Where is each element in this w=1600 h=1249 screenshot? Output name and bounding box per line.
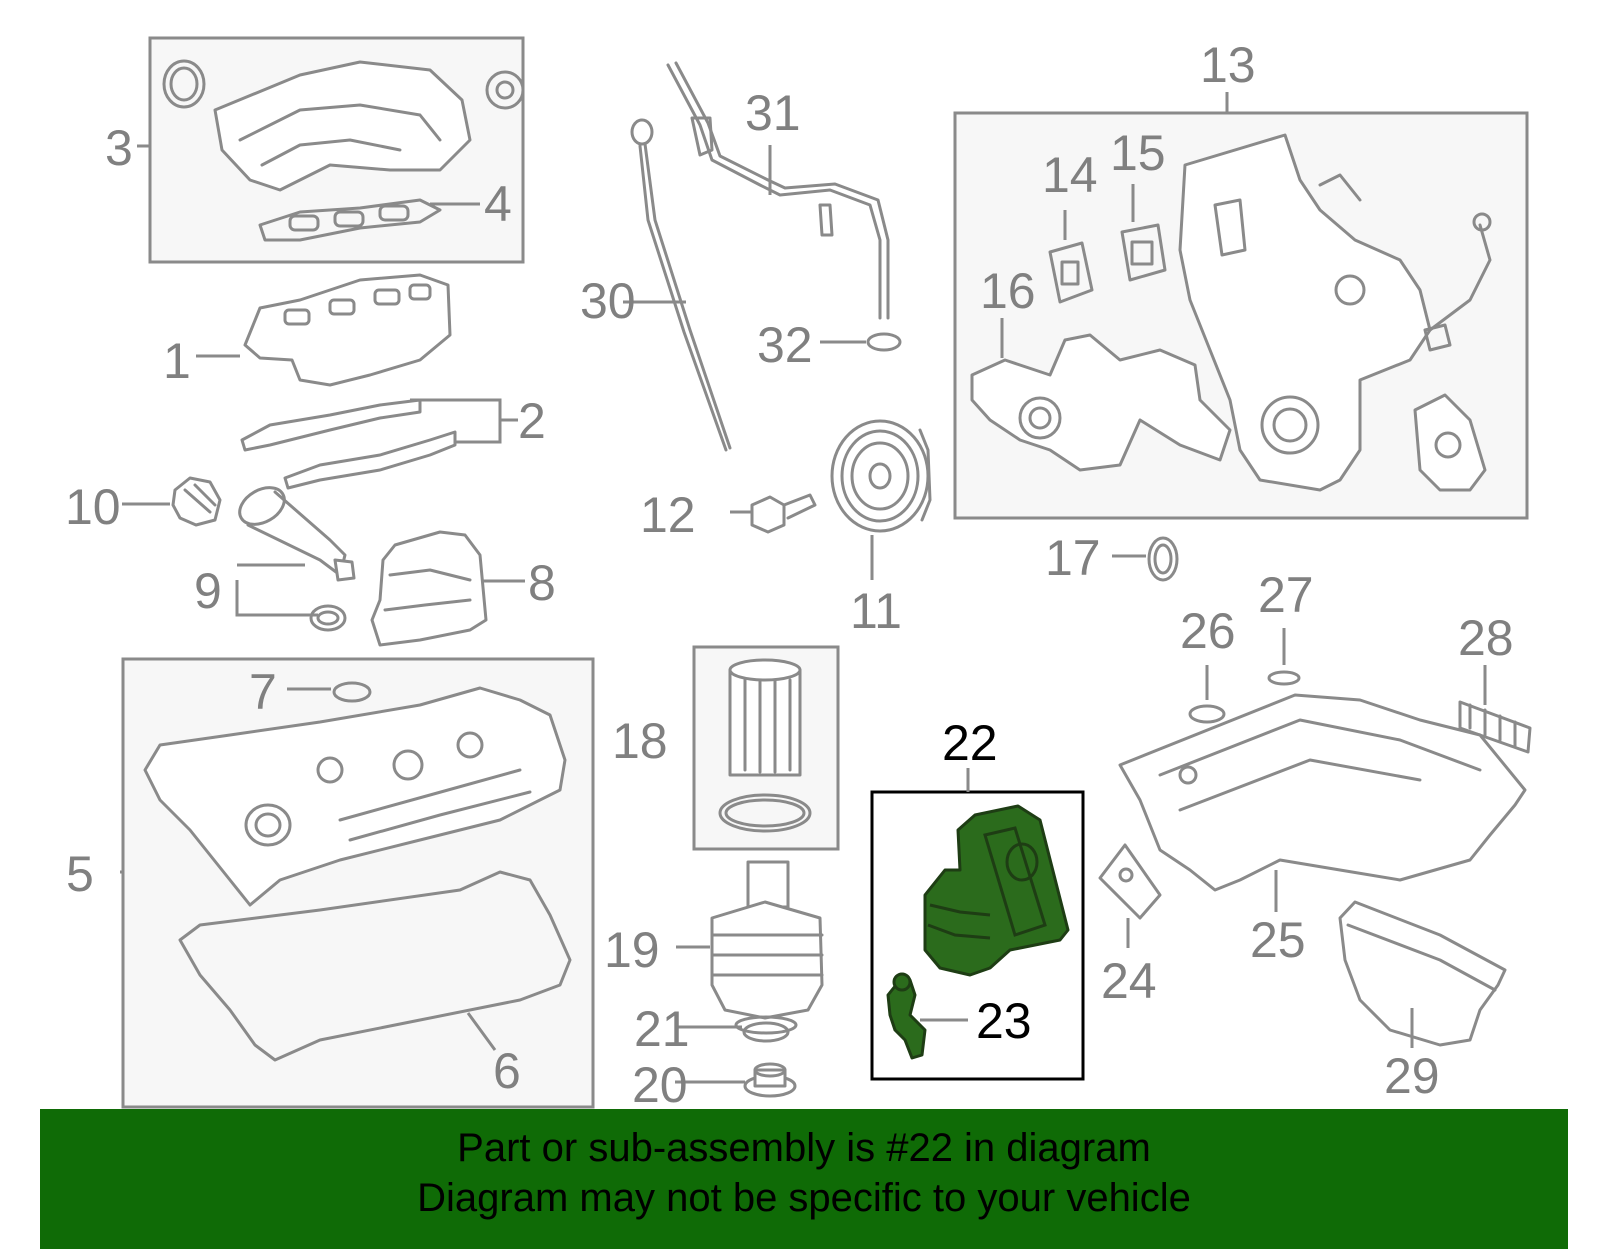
info-banner: Part or sub-assembly is #22 in diagram D… (40, 1109, 1568, 1249)
callout-11: 11 (850, 583, 902, 639)
callout-1: 1 (163, 333, 191, 389)
part-3-intake-plenum (162, 59, 525, 192)
banner-line-2: Diagram may not be specific to your vehi… (417, 1176, 1191, 1220)
part-5-valve-cover (143, 686, 567, 907)
callout-17: 17 (1045, 530, 1101, 586)
callout-30: 30 (580, 273, 636, 329)
part-10-oil-filler-cap (171, 476, 222, 527)
callout-5: 5 (66, 846, 94, 902)
part-31-dipstick-guide-tube (666, 61, 890, 320)
callout-21: 21 (634, 1001, 690, 1057)
callout-9: 9 (194, 563, 222, 619)
part-6-valve-cover-gasket (178, 870, 572, 1062)
callout-7: 7 (249, 664, 277, 720)
callout-27: 27 (1258, 567, 1314, 623)
part-11-crankshaft-pulley (830, 419, 932, 533)
part-19-oil-filter-cap (710, 860, 824, 1035)
callout-23: 23 (976, 993, 1032, 1049)
callout-20: 20 (632, 1057, 688, 1113)
callout-24: 24 (1101, 953, 1157, 1009)
callout-26: 26 (1180, 603, 1236, 659)
banner-line-1: Part or sub-assembly is #22 in diagram (457, 1126, 1151, 1170)
callout-15: 15 (1110, 125, 1166, 181)
callout-13: 13 (1200, 37, 1256, 93)
part-28-baffle-plate (1458, 700, 1532, 754)
part-22-oil-filter-housing (923, 804, 1070, 977)
part-23-fitting (886, 972, 927, 1060)
part-7-o-ring (332, 681, 372, 703)
callout-10: 10 (65, 479, 121, 535)
part-2-manifold-gaskets (240, 398, 457, 490)
part-17-oil-seal (1147, 536, 1179, 582)
part-20-drain-plug (743, 1062, 797, 1098)
callout-28: 28 (1458, 610, 1514, 666)
part-26-o-ring (1188, 704, 1226, 724)
callout-14: 14 (1042, 147, 1098, 203)
part-15-gasket (1120, 223, 1167, 282)
callout-32: 32 (757, 317, 813, 373)
callout-22: 22 (942, 715, 998, 771)
part-4-plenum-gasket (258, 198, 442, 242)
callout-19: 19 (604, 922, 660, 978)
part-1-intake-manifold (243, 273, 452, 387)
callout-12: 12 (640, 487, 696, 543)
part-9-oil-filler-tube (238, 486, 356, 632)
callout-31: 31 (745, 85, 801, 141)
part-25-oil-pan-upper (1118, 693, 1527, 892)
callout-2: 2 (518, 393, 546, 449)
callout-16: 16 (980, 263, 1036, 319)
part-13-cover-bracket (1413, 393, 1487, 492)
part-12-bolt (750, 493, 817, 534)
part-30-oil-dipstick (630, 118, 732, 452)
part-16-water-pump (970, 333, 1232, 472)
callout-4: 4 (484, 176, 512, 232)
leader-lines (120, 92, 1487, 1084)
callout-6: 6 (493, 1043, 521, 1099)
callout-29: 29 (1384, 1048, 1440, 1104)
callout-18: 18 (612, 713, 668, 769)
part-8-engine-cover-bracket (370, 530, 488, 647)
part-24-gasket (1098, 843, 1162, 920)
part-18-oil-filter-element (718, 658, 812, 833)
callout-3: 3 (105, 120, 133, 176)
part-32-o-ring (866, 332, 902, 352)
part-13-timing-chain-cover (1178, 133, 1492, 492)
callout-25: 25 (1250, 912, 1306, 968)
part-29-oil-pan-lower (1338, 900, 1507, 1047)
part-21-gasket (742, 1021, 790, 1043)
callout-8: 8 (528, 555, 556, 611)
part-27-o-ring (1267, 670, 1301, 686)
part-14-gasket (1048, 241, 1094, 304)
